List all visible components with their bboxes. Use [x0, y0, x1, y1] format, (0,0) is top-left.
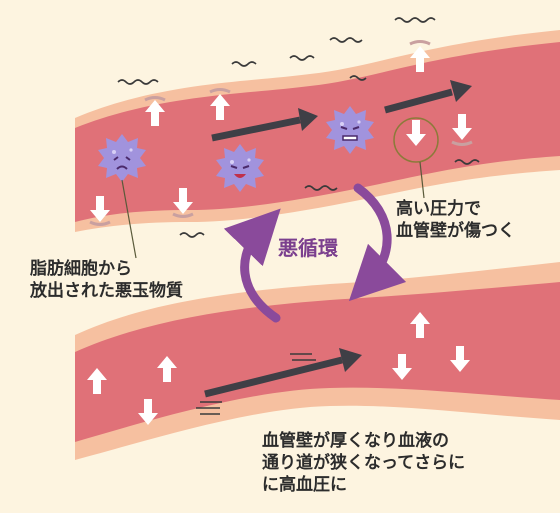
bad-substance-germ-icon [216, 144, 264, 192]
blood-flow-arrows-lower [204, 348, 362, 398]
pressure-arrow-icon [87, 368, 107, 394]
thickening-label-line1: 血管壁が厚くなり血液の [262, 431, 449, 451]
lower-blood-vessel [75, 262, 560, 460]
fat-cell-substance-label: 脂肪細胞から 放出された悪玉物質 [30, 258, 183, 302]
upper-blood-vessel [75, 30, 560, 232]
fat-cell-label-line2: 放出された悪玉物質 [30, 281, 183, 301]
wall-damage-label-line2: 血管壁が傷つく [396, 221, 515, 241]
thickening-label-line2: 通り道が狭くなってさらに [262, 453, 466, 473]
lower-vessel-pressure-lines [196, 353, 316, 415]
pressure-arrow-icon [452, 114, 472, 140]
upper-vessel-pressure-lines [117, 17, 480, 238]
wall-dents-upper [89, 40, 473, 226]
cycle-arrow-up-icon [223, 208, 281, 323]
pressure-arrow-icon [90, 196, 110, 222]
fat-cell-callout-line [121, 179, 137, 259]
bad-substance-germ-icon [326, 106, 374, 154]
cycle-arrow-down-icon [348, 183, 407, 302]
pressure-arrow-icon [138, 399, 158, 425]
wall-damage-callout-circle [393, 117, 439, 163]
pressure-arrow-icons-lower [87, 312, 470, 425]
pressure-arrow-icon [410, 312, 430, 338]
vicious-cycle-label: 悪循環 [278, 236, 338, 260]
pressure-arrow-icons-upper [90, 46, 472, 222]
pressure-arrow-icon [392, 354, 412, 380]
wall-damage-label: 高い圧力で 血管壁が傷つく [396, 198, 515, 242]
blood-flow-arrows-upper [211, 80, 472, 142]
pressure-arrow-icon [406, 120, 426, 146]
wall-damage-label-line1: 高い圧力で [396, 199, 481, 219]
thickening-label-line3: に高血圧に [262, 475, 347, 495]
wall-damage-callout-line [419, 161, 425, 199]
pressure-arrow-icon [157, 356, 177, 382]
bad-substance-germ-icon [98, 134, 146, 182]
pressure-arrow-icon [145, 100, 165, 126]
vicious-cycle-arrows [223, 183, 407, 323]
fat-cell-label-line1: 脂肪細胞から [30, 259, 132, 279]
thickening-label: 血管壁が厚くなり血液の 通り道が狭くなってさらに に高血圧に [262, 430, 465, 496]
pressure-arrow-icon [210, 94, 230, 120]
pressure-arrow-icon [410, 46, 430, 72]
pressure-arrow-icon [173, 188, 193, 214]
pressure-arrow-icon [450, 346, 470, 372]
